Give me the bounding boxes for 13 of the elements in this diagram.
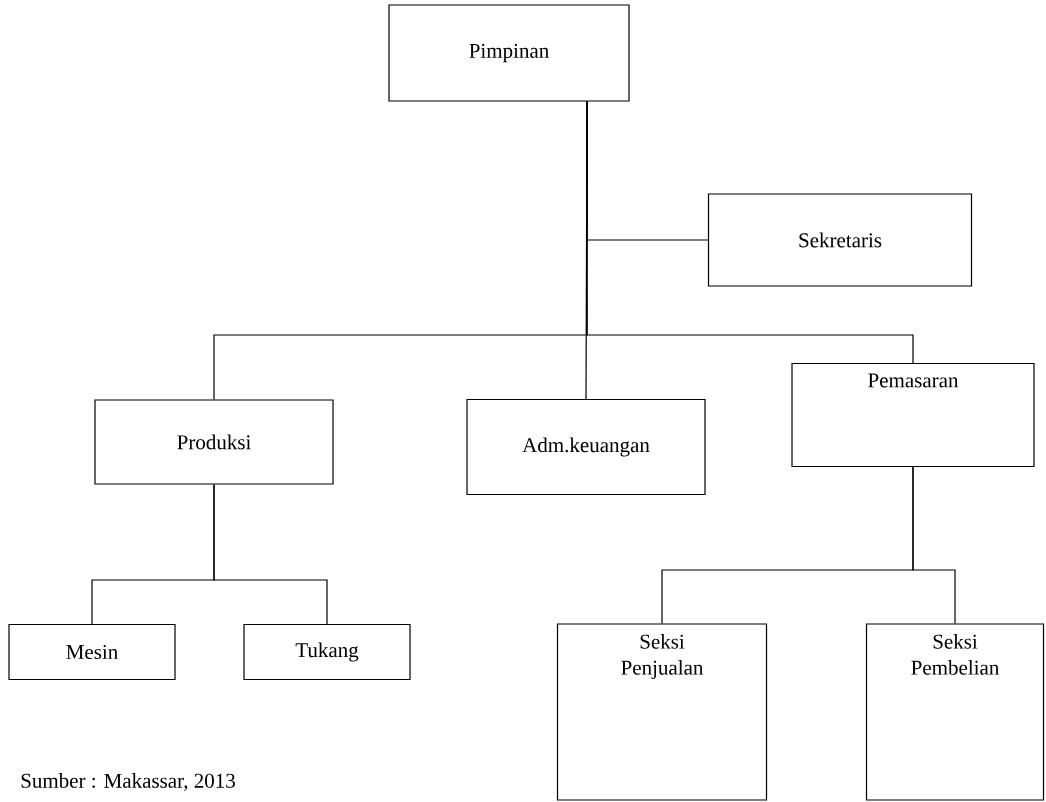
org-box: Pimpinan xyxy=(388,4,630,102)
org-box: Adm.keuangan xyxy=(466,398,706,496)
org-box: Seksi Pembelian xyxy=(865,623,1045,801)
org-box: Pemasaran xyxy=(791,362,1035,468)
org-box: Tukang xyxy=(243,623,411,681)
caption: Sumber : Makassar, 2013 xyxy=(21,773,235,791)
connector-line xyxy=(912,466,956,624)
org-box: Seksi Penjualan xyxy=(556,623,768,801)
org-box: Sekretaris xyxy=(707,193,973,287)
org-box: Produksi xyxy=(94,399,334,485)
connector-line xyxy=(213,484,328,625)
org-box: Mesin xyxy=(8,623,176,681)
connector-line xyxy=(586,101,914,364)
